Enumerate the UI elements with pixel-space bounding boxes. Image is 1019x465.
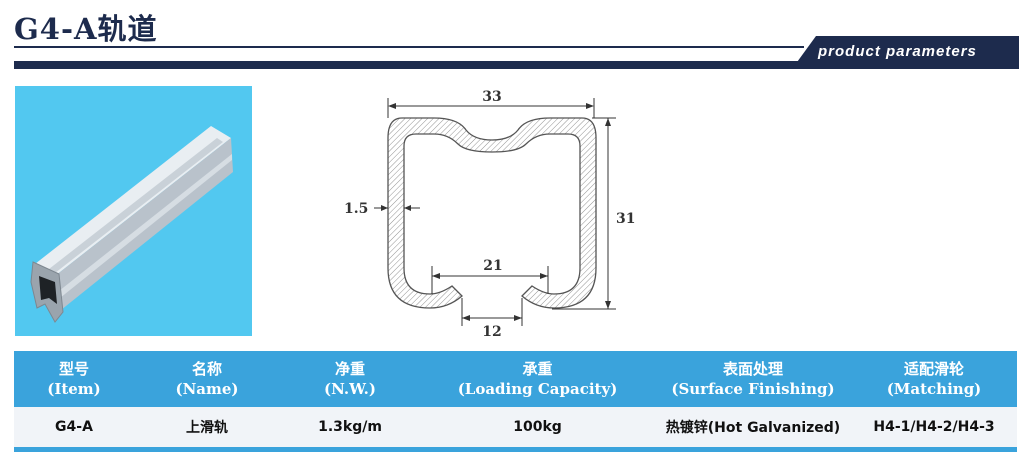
rail-side-stripe — [59, 154, 232, 298]
header-matching: 适配滑轮 (Matching) — [851, 351, 1017, 407]
arrow-thickness-right — [404, 205, 411, 211]
cell-net-weight: 1.3kg/m — [280, 407, 420, 452]
header-loading-capacity: 承重 (Loading Capacity) — [420, 351, 655, 407]
cell-matching: H4-1/H4-2/H4-3 — [851, 407, 1017, 452]
cell-surface-finishing: 热镀锌(Hot Galvanized) — [655, 407, 851, 452]
rail-end-hollow — [39, 276, 57, 304]
header-tab — [792, 36, 1019, 69]
dim-inner-label: 21 — [483, 258, 502, 274]
arrow-opening-right — [514, 315, 522, 321]
dim-width-top-label: 33 — [482, 89, 501, 105]
rail-photo — [15, 86, 252, 336]
header-tab-label: product parameters — [818, 43, 977, 60]
cell-item: G4-A — [14, 407, 134, 452]
arrow-top-right — [586, 103, 594, 109]
profile-section — [387, 117, 597, 309]
arrow-opening-left — [462, 315, 470, 321]
arrow-height-bottom — [605, 301, 611, 309]
dim-opening-label: 12 — [482, 324, 501, 340]
rail-top-face — [35, 126, 231, 276]
header-bar — [14, 61, 1017, 69]
arrow-thickness-left — [381, 205, 388, 211]
spec-table-header-row: 型号 (Item) 名称 (Name) 净重 (N.W.) 承重 (Loadin… — [14, 351, 1017, 407]
header-name: 名称 (Name) — [134, 351, 280, 407]
arrow-inner-left — [432, 273, 440, 279]
dim-thickness-label: 1.5 — [344, 201, 368, 217]
rail-top-groove — [49, 138, 223, 273]
page-title: G4-A轨道 — [14, 12, 158, 46]
rail-cross-section-drawing: 33 31 1.5 21 12 — [344, 89, 635, 340]
dim-height-label: 31 — [616, 211, 635, 227]
arrow-inner-right — [540, 273, 548, 279]
arrow-top-left — [388, 103, 396, 109]
cell-loading-capacity: 100kg — [420, 407, 655, 452]
spec-table: 型号 (Item) 名称 (Name) 净重 (N.W.) 承重 (Loadin… — [14, 351, 1017, 452]
arrow-height-top — [605, 118, 611, 126]
header-net-weight: 净重 (N.W.) — [280, 351, 420, 407]
header-surface-finishing: 表面处理 (Surface Finishing) — [655, 351, 851, 407]
table-row: G4-A 上滑轨 1.3kg/m 100kg 热镀锌(Hot Galvanize… — [14, 407, 1017, 452]
header-divider-line — [14, 46, 804, 48]
header-item: 型号 (Item) — [14, 351, 134, 407]
cell-name: 上滑轨 — [134, 407, 280, 452]
